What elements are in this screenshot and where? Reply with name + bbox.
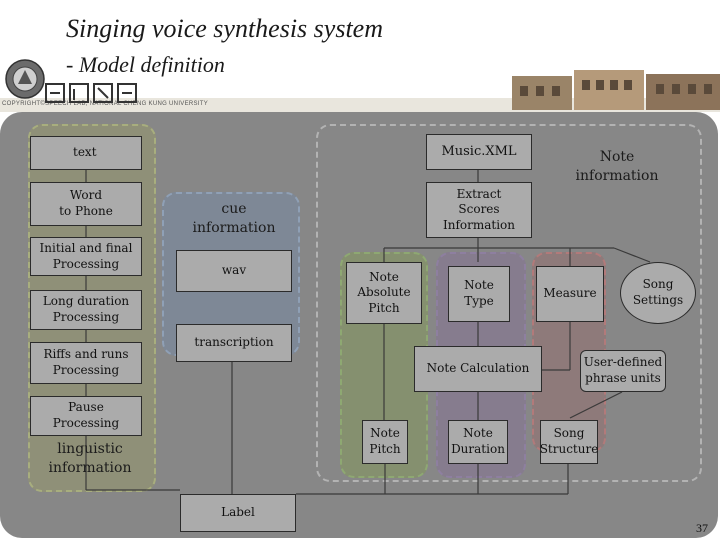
song-settings-box: Song Settings — [620, 262, 696, 324]
absolute-pitch-box: Note Absolute Pitch — [346, 262, 422, 324]
note-information-label: Note information — [575, 149, 659, 184]
note-duration-box: Note Duration — [448, 420, 508, 464]
cue-information-label: cue information — [192, 201, 276, 236]
label-box: Label — [180, 494, 296, 532]
initial-final-box: Initial and final Processing — [30, 237, 142, 276]
page-number: 37 — [696, 521, 708, 535]
measure-box: Measure — [536, 266, 604, 322]
slide-title: Singing voice synthesis system — [66, 14, 383, 43]
pause-box: Pause Processing — [30, 396, 142, 436]
note-pitch-box: Note Pitch — [362, 420, 408, 464]
copyright-text: COPYRIGHT©SPEECH LAB, NATIONAL CHENG KUN… — [2, 101, 209, 107]
musicxml-box: Music.XML — [426, 134, 532, 170]
long-duration-box: Long duration Processing — [30, 290, 142, 330]
riffs-runs-box: Riffs and runs Processing — [30, 342, 142, 384]
text-box: text — [30, 136, 142, 170]
song-structure-box: Song Structure — [540, 420, 598, 464]
university-name-logo — [45, 83, 137, 103]
wav-box: wav — [176, 250, 292, 292]
slide-subtitle: - Model definition — [66, 52, 225, 77]
university-seal-icon — [5, 59, 45, 99]
note-type-box: Note Type — [448, 266, 510, 322]
note-calculation-box: Note Calculation — [414, 346, 542, 392]
campus-photos — [512, 70, 720, 110]
word-to-phone-box: Word to Phone — [30, 182, 142, 226]
user-phrase-box: User-defined phrase units — [580, 350, 666, 392]
extract-scores-box: Extract Scores Information — [426, 182, 532, 238]
linguistic-information-label: linguistic information — [48, 441, 132, 476]
transcription-box: transcription — [176, 324, 292, 362]
note-region — [316, 124, 702, 482]
